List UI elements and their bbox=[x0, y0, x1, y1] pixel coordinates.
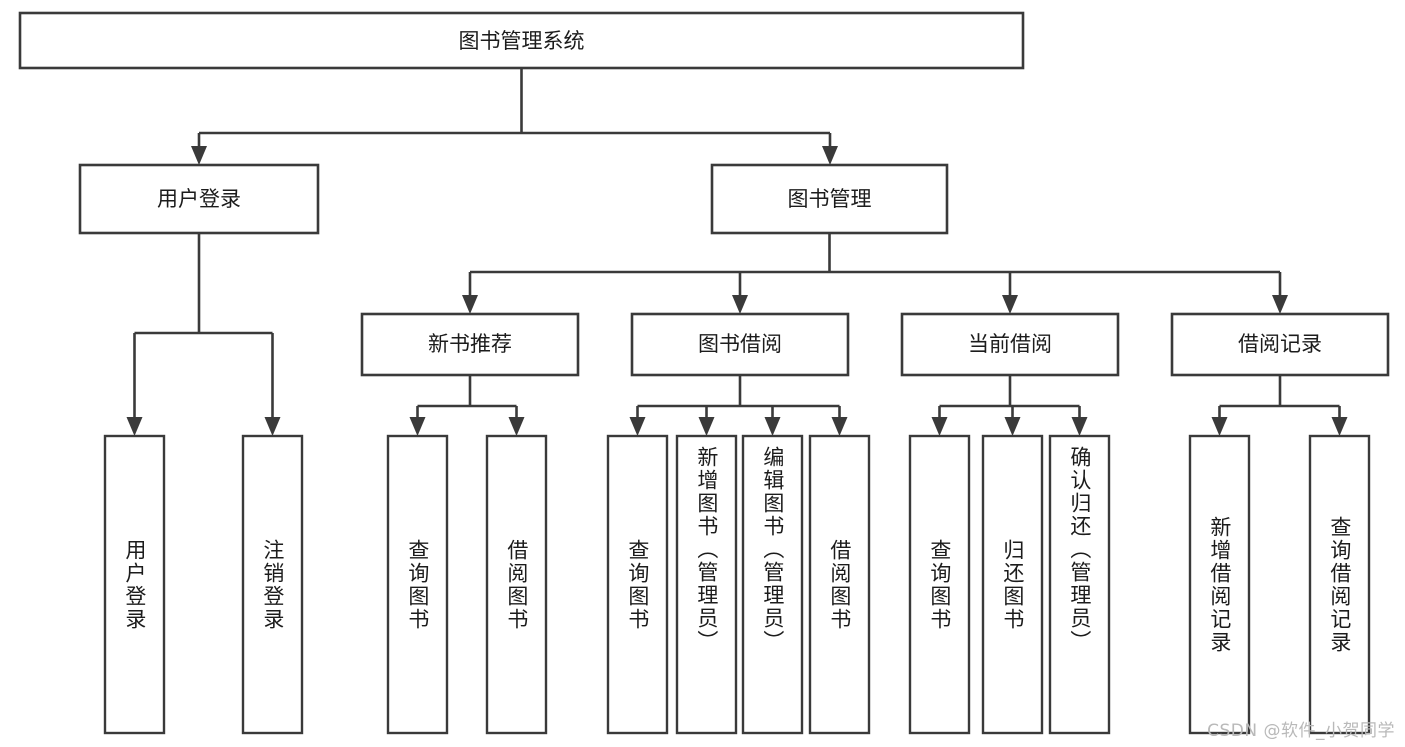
arrow-borrow-record bbox=[1272, 295, 1288, 314]
node-box-current-borrow[interactable] bbox=[900, 312, 1120, 377]
node-label-borrow-record: 借阅记录 bbox=[1238, 332, 1322, 356]
arrow-borrow-book-rec bbox=[508, 417, 525, 436]
node-box-leaf-query-borrow-record[interactable] bbox=[1308, 434, 1371, 735]
node-label-book-manage: 图书管理 bbox=[788, 187, 872, 211]
arrow-query-book-cur bbox=[931, 417, 948, 436]
node-box-leaf-borrow-book-rec[interactable] bbox=[485, 434, 548, 735]
node-box-leaf-user-logout[interactable] bbox=[241, 434, 304, 735]
node-label-book-borrow: 图书借阅 bbox=[698, 332, 782, 356]
arrow-leaf-user-logout bbox=[264, 417, 281, 436]
arrow-book-borrow bbox=[732, 295, 748, 314]
node-box-book-borrow[interactable] bbox=[630, 312, 850, 377]
arrow-add-borrow-record bbox=[1211, 417, 1228, 436]
node-label-current-borrow: 当前借阅 bbox=[968, 332, 1052, 356]
arrow-current-borrow bbox=[1002, 295, 1018, 314]
node-box-book-manage[interactable] bbox=[710, 163, 949, 235]
node-box-leaf-add-book-admin[interactable] bbox=[675, 434, 738, 735]
node-box-user-login[interactable] bbox=[78, 163, 320, 235]
arrow-query-book-bor bbox=[629, 417, 646, 436]
node-box-leaf-user-login[interactable] bbox=[103, 434, 166, 735]
arrow-confirm-return bbox=[1071, 417, 1088, 436]
node-box-leaf-query-book-cur[interactable] bbox=[908, 434, 971, 735]
node-layer: 图书管理系统 用户登录 图书管理 新书推荐 图书借阅 当前借阅 借阅记录 bbox=[18, 11, 1390, 735]
node-box-leaf-return-book[interactable] bbox=[981, 434, 1044, 735]
arrow-book-manage bbox=[822, 146, 838, 165]
node-box-root[interactable] bbox=[18, 11, 1025, 70]
connector-layer bbox=[126, 68, 1348, 436]
node-box-leaf-query-book-bor[interactable] bbox=[606, 434, 669, 735]
arrow-leaf-user-login bbox=[126, 417, 143, 436]
arrow-edit-book-admin bbox=[764, 417, 781, 436]
arrow-user-login bbox=[191, 146, 207, 165]
node-box-leaf-add-borrow-record[interactable] bbox=[1188, 434, 1251, 735]
arrow-new-book-rec bbox=[462, 295, 478, 314]
node-box-leaf-confirm-return[interactable] bbox=[1048, 434, 1111, 735]
node-box-leaf-edit-book-admin[interactable] bbox=[741, 434, 804, 735]
node-box-new-book-rec[interactable] bbox=[360, 312, 580, 377]
arrow-query-book-rec bbox=[409, 417, 426, 436]
arrow-query-borrow-record bbox=[1331, 417, 1348, 436]
arrow-borrow-book-bor bbox=[831, 417, 848, 436]
node-label-user-login: 用户登录 bbox=[157, 187, 241, 211]
node-box-leaf-borrow-book-bor[interactable] bbox=[808, 434, 871, 735]
arrow-add-book-admin bbox=[698, 417, 715, 436]
node-box-leaf-query-book-rec[interactable] bbox=[386, 434, 449, 735]
node-box-borrow-record[interactable] bbox=[1170, 312, 1390, 377]
node-label-root: 图书管理系统 bbox=[459, 29, 585, 53]
node-label-new-book-rec: 新书推荐 bbox=[428, 332, 512, 356]
arrow-return-book bbox=[1004, 417, 1021, 436]
watermark-text: CSDN @软件_小贺同学 bbox=[1207, 721, 1395, 741]
